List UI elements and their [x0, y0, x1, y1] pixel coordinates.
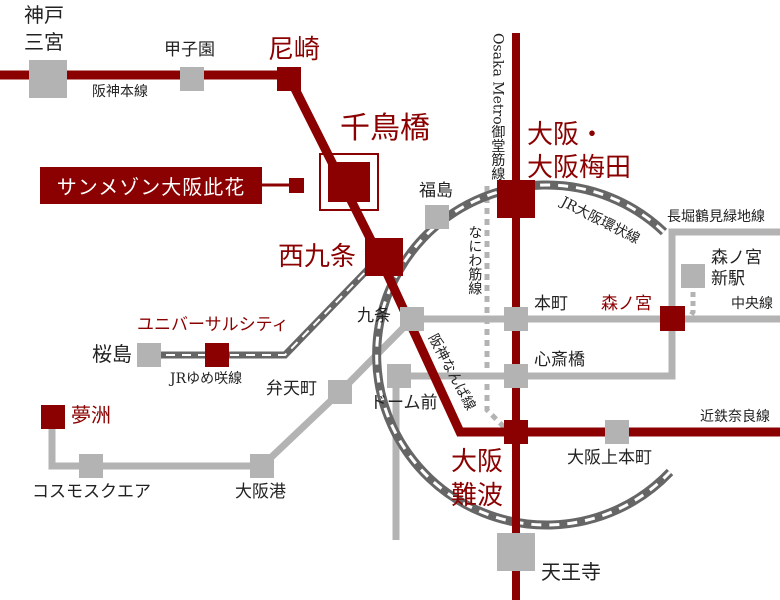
station-sakurajima [137, 343, 161, 367]
morinomiya-new-link [685, 292, 696, 322]
naniwasuji-line [484, 186, 507, 430]
chuo-line [48, 315, 780, 470]
station-bentencho [328, 380, 352, 404]
label-midosuji-line: Osaka Metro御堂筋線 [489, 33, 506, 181]
label-chuo-line: 中央線 [731, 296, 773, 312]
station-cosmo-square [79, 454, 103, 478]
label-koshien[interactable]: 甲子園 [164, 40, 215, 60]
station-chidoribashi-frame [319, 153, 379, 211]
jr-loop-line [372, 180, 674, 530]
label-naniwasuji-line: なにわ筋線 [466, 225, 483, 295]
label-kobe-sannomiya[interactable]: 神戸 三宮 [24, 3, 64, 54]
label-osakako[interactable]: 大阪港 [235, 482, 286, 502]
station-kujo [400, 307, 424, 331]
label-yumeshima[interactable]: 夢洲 [71, 403, 111, 427]
label-universal-city[interactable]: ユニバーサルシティ [137, 315, 289, 335]
station-morinomiya [660, 306, 685, 331]
label-dome-mae[interactable]: ドーム前 [370, 393, 438, 413]
station-fukushima [425, 205, 449, 229]
label-osaka-uehommachi[interactable]: 大阪上本町 [567, 448, 652, 468]
label-fukushima[interactable]: 福島 [419, 181, 453, 201]
property-banner[interactable]: サンメゾン大阪此花 [40, 167, 262, 204]
label-bentencho[interactable]: 弁天町 [266, 379, 317, 399]
red-stations [41, 67, 685, 444]
jr-yumesaki-line [150, 259, 378, 359]
label-cosmo-square[interactable]: コスモスクエア [32, 482, 151, 502]
label-kintetsu-nara-line: 近鉄奈良線 [700, 409, 770, 425]
station-shinsaibashi [504, 364, 528, 388]
label-sakurajima[interactable]: 桜島 [92, 342, 132, 366]
station-morinomiya-new [681, 264, 705, 288]
label-nagahori-line: 長堀鶴見緑地線 [667, 209, 765, 225]
station-kobe-sannomiya [29, 60, 67, 98]
gray-stations [29, 60, 705, 571]
label-tennoji[interactable]: 天王寺 [541, 560, 601, 584]
label-kujo[interactable]: 九条 [357, 306, 391, 326]
station-osakako [250, 454, 274, 478]
label-jr-yumesaki-line: JRゆめ咲線 [170, 371, 243, 387]
station-amagasaki [277, 67, 301, 91]
station-osaka-uehommachi [605, 420, 629, 444]
station-dome-mae [387, 364, 411, 388]
station-osaka-umeda [497, 180, 535, 218]
label-osaka-namba[interactable]: 大阪 難波 [451, 447, 504, 511]
label-hanshin-main-line: 阪神本線 [92, 84, 148, 100]
label-osaka-umeda[interactable]: 大阪・ 大阪梅田 [527, 120, 632, 183]
station-osaka-namba [504, 420, 528, 444]
station-tennoji [497, 533, 535, 571]
station-yumeshima [41, 405, 65, 429]
property-marker [289, 178, 304, 193]
label-nishikujo[interactable]: 西九条 [278, 242, 357, 272]
label-morinomiya-new[interactable]: 森ノ宮 新駅 [711, 248, 762, 290]
label-morinomiya[interactable]: 森ノ宮 [601, 294, 652, 314]
station-nishikujo [365, 238, 403, 276]
station-universal-city [205, 343, 229, 367]
label-shinsaibashi[interactable]: 心斎橋 [534, 350, 585, 370]
label-amagasaki[interactable]: 尼崎 [268, 35, 321, 65]
station-chidoribashi [328, 162, 370, 202]
station-honmachi [504, 307, 528, 331]
label-chidoribashi[interactable]: 千鳥橋 [340, 111, 430, 146]
label-honmachi[interactable]: 本町 [534, 294, 568, 314]
station-koshien [180, 67, 204, 91]
